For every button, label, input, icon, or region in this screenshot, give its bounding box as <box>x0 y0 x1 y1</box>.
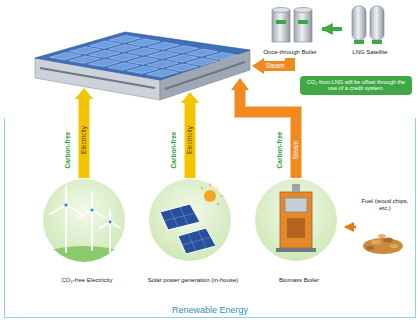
energy-node: Biomass Boiler <box>253 176 345 284</box>
wind-turbines <box>24 186 144 290</box>
roof-solar-panels <box>50 35 237 77</box>
steam-arrow <box>252 58 290 74</box>
carbon-free-label: Carbon-free <box>65 132 72 169</box>
once-through-boiler <box>272 8 312 43</box>
energy-node: CO₂-free Electricity <box>33 176 141 284</box>
biomass-boiler-machine <box>276 184 316 252</box>
credit-note: CO₂ from LNG will be offset through the … <box>300 76 412 95</box>
boiler-node: Once-through Boiler <box>258 2 322 56</box>
electricity-label: Electricity <box>187 126 194 154</box>
electricity-arrow <box>181 92 199 178</box>
node-label: CO₂ from LNG will be offset through the … <box>304 79 408 92</box>
factory-building <box>35 32 250 100</box>
energy-node: Solar power generation (in-house) <box>139 176 247 284</box>
lng-node: LNG Satellite <box>342 2 398 56</box>
node-label: Fuel (wood chips, etc.) <box>356 198 414 212</box>
carbon-free-label: Carbon-free <box>171 132 178 169</box>
solar-panel <box>186 58 217 65</box>
electricity-arrow <box>75 88 93 178</box>
factory-windows <box>165 62 245 89</box>
node-label: LNG Satellite <box>342 49 398 56</box>
fuel-node: Fuel (wood chips, etc.) <box>356 198 414 256</box>
band-title: Renewable Energy <box>5 305 415 315</box>
steam-label: Steam <box>293 141 300 160</box>
solar-panel <box>206 52 237 59</box>
flow-arrow <box>322 27 342 31</box>
steam-arrow <box>231 78 296 178</box>
node-label: CO₂-free Electricity <box>33 277 141 284</box>
node-label: Once-through Boiler <box>258 49 322 56</box>
factory-wall <box>35 58 160 100</box>
node-label: Solar power generation (in-house) <box>139 277 247 284</box>
electricity-label: Electricity <box>81 126 88 154</box>
steam-label: Steam <box>266 63 285 70</box>
carbon-free-label: Carbon-free <box>277 132 284 169</box>
energy-circle <box>148 178 232 262</box>
lng-tank <box>352 6 384 44</box>
flow-arrow <box>345 226 356 229</box>
solar-panels <box>160 183 223 254</box>
solar-panel <box>147 70 178 77</box>
node-label: Biomass Boiler <box>253 277 345 284</box>
wood-chips <box>363 234 403 254</box>
solar-panel <box>166 64 197 71</box>
energy-circle <box>254 178 338 262</box>
